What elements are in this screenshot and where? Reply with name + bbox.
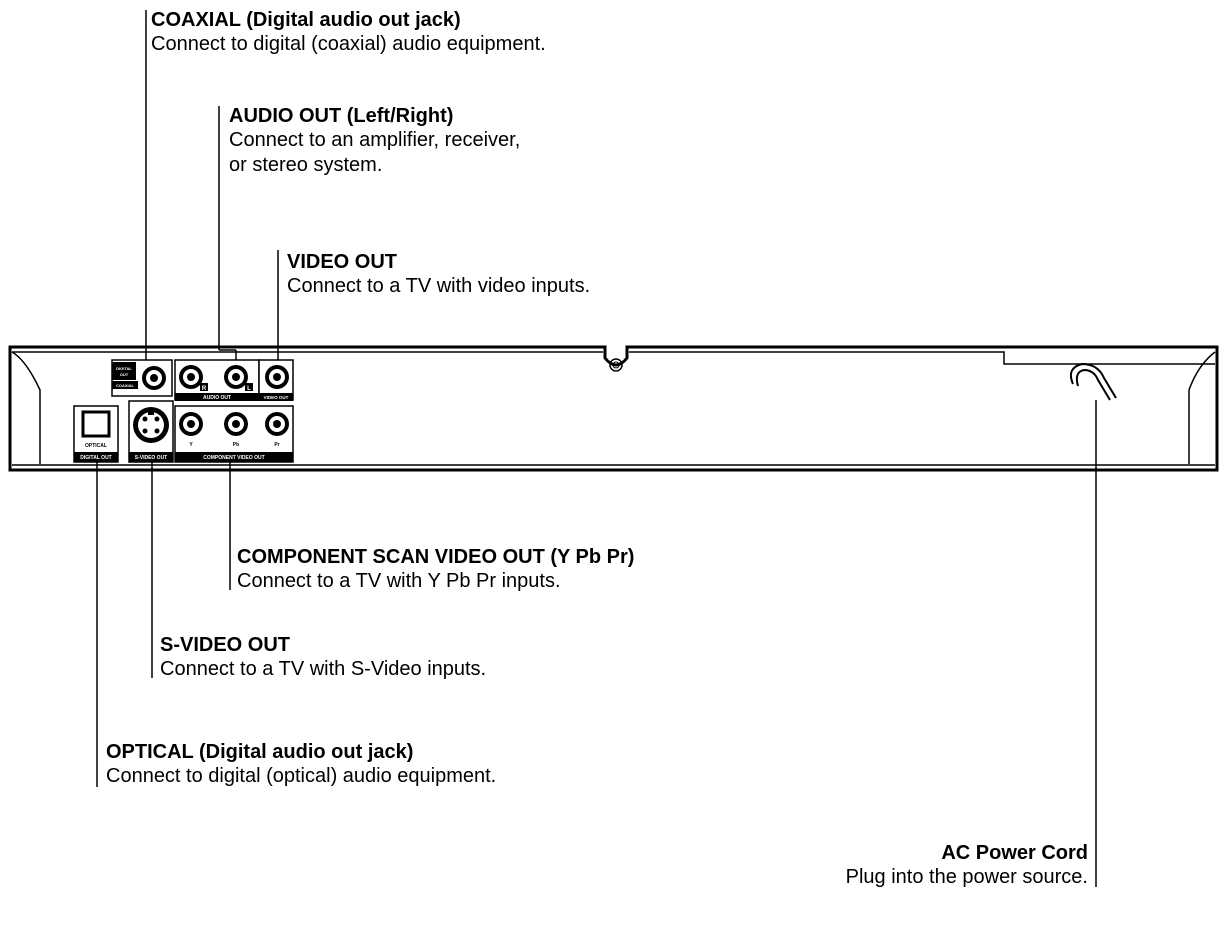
callout-video-out-title: VIDEO OUT [287,251,398,273]
audio-out-panel-label: AUDIO OUT [203,395,231,401]
callout-s-video-desc: Connect to a TV with S-Video inputs. [160,658,487,680]
pr-label: Pr [274,442,279,448]
digital-out-panel-label: DIGITAL OUT [80,455,111,461]
optical-jack: OPTICAL DIGITAL OUT [73,405,119,463]
callout-video-out-desc: Connect to a TV with video inputs. [287,275,591,297]
callout-coaxial-desc: Connect to digital (coaxial) audio equip… [151,33,546,55]
ac-power-cord [1069,362,1117,401]
digital-out-label-2: OUT [120,372,129,377]
y-label: Y [189,442,193,448]
audio-out-jacks: R L AUDIO OUT [174,359,260,401]
video-out-panel-label: VIDEO OUT [264,395,289,400]
leader-lines [96,10,1097,887]
callout-coaxial-title: COAXIAL (Digital audio out jack) [151,9,461,31]
digital-out-label: DIGITAL [116,366,132,371]
callout-optical: OPTICAL (Digital audio out jack) Connect… [106,740,496,789]
coaxial-panel-label: COAXIAL [116,383,135,388]
callout-s-video: S-VIDEO OUT Connect to a TV with S-Video… [160,633,486,682]
callout-video-out: VIDEO OUT Connect to a TV with video inp… [287,250,590,299]
callout-optical-title: OPTICAL (Digital audio out jack) [106,741,414,763]
callout-audio-out-title: AUDIO OUT (Left/Right) [229,105,454,127]
callout-component: COMPONENT SCAN VIDEO OUT (Y Pb Pr) Conne… [237,545,634,594]
component-video-jacks: Y Pb Pr COMPONENT VIDEO OUT [174,405,294,463]
callout-audio-out: AUDIO OUT (Left/Right) Connect to an amp… [229,104,520,178]
audio-r-label: R [202,386,207,392]
callout-audio-out-desc: Connect to an amplifier, receiver, or st… [229,129,521,176]
callout-optical-desc: Connect to digital (optical) audio equip… [106,765,497,787]
chassis-outline [8,345,1219,472]
callout-component-title: COMPONENT SCAN VIDEO OUT (Y Pb Pr) [237,546,635,568]
s-video-jack: S-VIDEO OUT [128,400,174,463]
component-panel-label: COMPONENT VIDEO OUT [203,455,264,461]
callout-ac-power-desc: Plug into the power source. [845,866,1088,888]
callout-ac-power-title: AC Power Cord [941,842,1088,864]
audio-l-label: L [247,386,251,392]
optical-panel-label: OPTICAL [85,443,107,449]
callout-s-video-title: S-VIDEO OUT [160,634,291,656]
callout-coaxial: COAXIAL (Digital audio out jack) Connect… [151,8,546,57]
coaxial-jack: DIGITAL OUT COAXIAL [111,359,173,397]
pb-label: Pb [233,442,239,448]
callout-component-desc: Connect to a TV with Y Pb Pr inputs. [237,570,561,592]
callout-ac-power: AC Power Cord Plug into the power source… [846,841,1088,890]
video-out-jack: VIDEO OUT [258,359,294,401]
s-video-panel-label: S-VIDEO OUT [135,455,168,461]
